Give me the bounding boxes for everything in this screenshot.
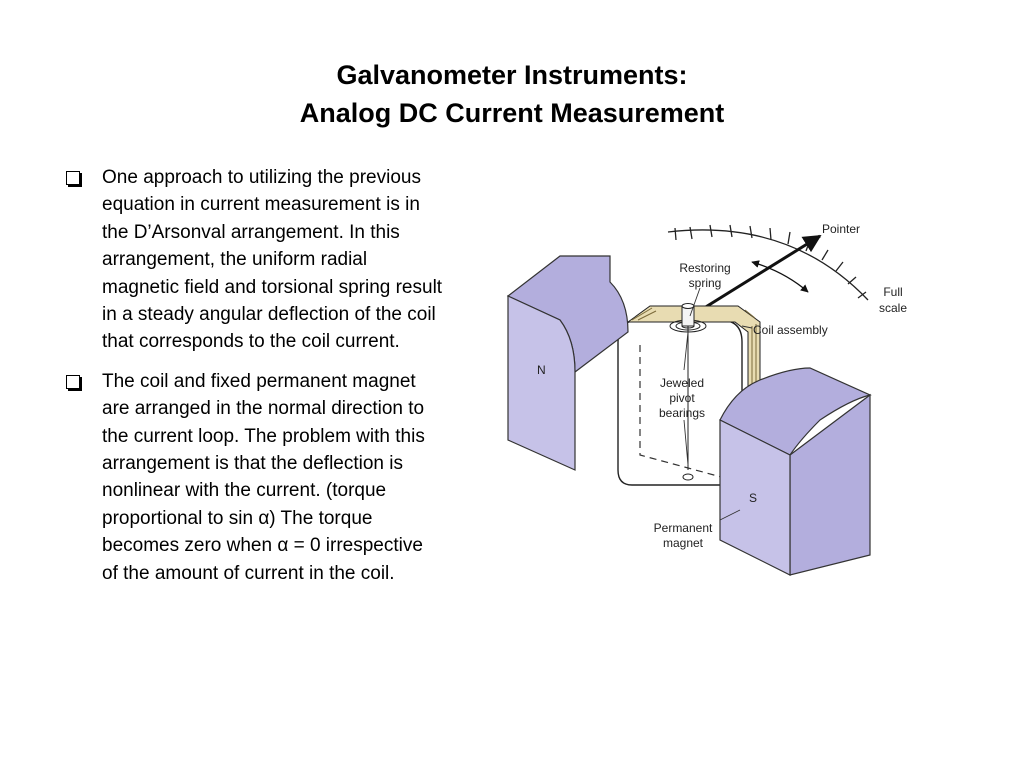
label-jeweled-1: Jeweled	[660, 376, 704, 390]
south-magnet	[719, 367, 872, 576]
label-full-2: scale	[879, 301, 907, 315]
checkbox-bullet-icon	[66, 171, 80, 185]
slide-title-line-1: Galvanometer Instruments:	[336, 60, 688, 90]
label-restoring-1: Restoring	[679, 261, 730, 275]
label-permanent-1: Permanent	[654, 521, 713, 535]
label-north: N	[537, 363, 546, 377]
bullet-list: One approach to utilizing the previous e…	[64, 164, 444, 599]
leader-lines	[683, 287, 753, 521]
checkbox-bullet-icon	[66, 374, 80, 389]
north-magnet	[506, 255, 629, 471]
bullet-item: The coil and fixed permanent magnet are …	[64, 368, 444, 587]
bottom-pivot	[682, 473, 694, 481]
slide-title: Galvanometer Instruments: Analog DC Curr…	[0, 56, 1024, 132]
slide-title-line-2: Analog DC Current Measurement	[299, 98, 725, 128]
label-south: S	[749, 491, 757, 505]
label-jeweled-2: pivot	[669, 391, 695, 405]
deflection-arrow	[751, 260, 809, 293]
label-permanent-2: magnet	[663, 536, 704, 550]
label-coil-assembly: Coil assembly	[753, 323, 828, 337]
bullet-item: One approach to utilizing the previous e…	[64, 164, 444, 356]
bullet-text: The coil and fixed permanent magnet are …	[102, 370, 425, 584]
label-pointer: Pointer	[822, 222, 860, 236]
scale-arc	[667, 224, 869, 301]
bullet-text: One approach to utilizing the previous e…	[102, 167, 443, 353]
label-full-1: Full	[883, 285, 902, 299]
core-outline	[639, 345, 726, 479]
label-jeweled-3: bearings	[659, 406, 705, 420]
label-restoring-2: spring	[689, 276, 722, 290]
galvanometer-diagram: Pointer Restoring spring Full scale Coil…	[506, 222, 907, 576]
